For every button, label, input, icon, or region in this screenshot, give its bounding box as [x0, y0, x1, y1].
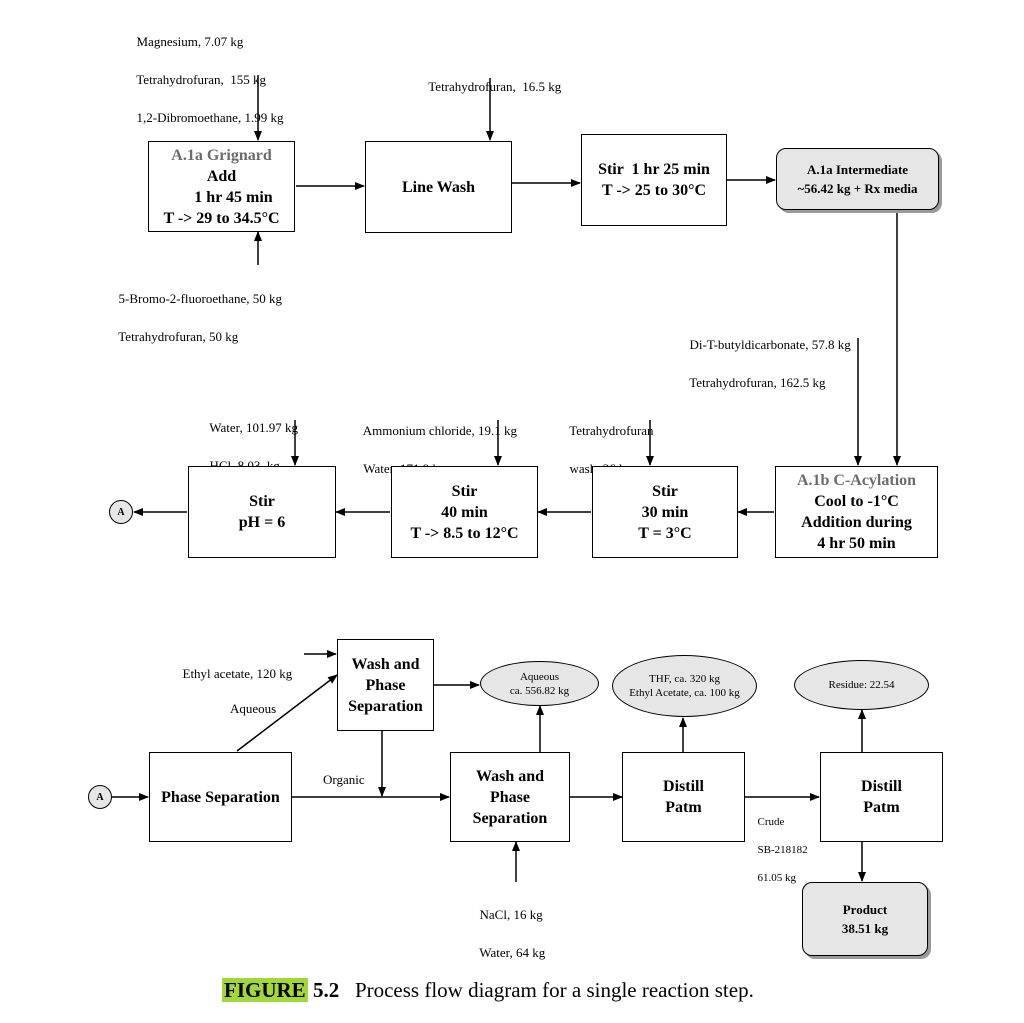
thf-oval-line-2: Ethyl Acetate, ca. 100 kg	[629, 687, 740, 699]
linewash-input: Tetrahydrofuran, 16.5 kg	[422, 58, 561, 96]
stir-30-box: Stir 30 min T = 3°C	[592, 466, 738, 558]
input-magnesium: Magnesium, 7.07 kg	[136, 34, 244, 49]
stir-ph-line-2: pH = 6	[238, 514, 286, 531]
crude-label-3: 61.05 kg	[757, 872, 797, 884]
wash2-line-3: Separation	[472, 809, 548, 827]
arrow-aqueous-to-wash1	[236, 674, 338, 752]
distill1-line-2: Patm	[665, 799, 702, 816]
input-thf-162-5: Tetrahydrofuran, 162.5 kg	[689, 375, 826, 390]
organic-stream-label: Organic	[323, 772, 365, 787]
grignard-inputs-top: Magnesium, 7.07 kg Tetrahydrofuran, 155 …	[130, 13, 283, 127]
distill2-line-2: Patm	[863, 799, 900, 816]
caption-number: 5.2	[312, 978, 340, 1002]
aqueous-oval-line-1: Aqueous	[519, 670, 560, 683]
aqueous-waste-oval: Aqueous ca. 556.82 kg	[480, 661, 599, 706]
input-water-64: Water, 64 kg	[479, 945, 546, 960]
stir-1h25-box: Stir 1 hr 25 min T -> 25 to 30°C	[581, 134, 727, 226]
product-line-1: Product	[842, 902, 888, 917]
input-bromo-fluoroethane: 5-Bromo-2-fluoroethane, 50 kg	[118, 291, 283, 306]
input-thf-16-5: Tetrahydrofuran, 16.5 kg	[428, 79, 562, 94]
distill2-line-1: Distill	[861, 778, 902, 795]
connector-a-in: A	[88, 785, 112, 809]
wash1-line-1: Wash and	[351, 655, 420, 673]
acylation-line-3: 4 hr 50 min	[817, 535, 896, 552]
aqueous-oval-line-2: ca. 556.82 kg	[509, 684, 570, 697]
grignard-inputs-bottom: 5-Bromo-2-fluoroethane, 50 kg Tetrahydro…	[112, 270, 282, 346]
input-water-101-97: Water, 101.97 kg	[209, 420, 298, 435]
wash1-line-2: Phase	[365, 676, 406, 694]
acylation-line-1: Cool to -1°C	[814, 493, 899, 510]
caption-text: Process flow diagram for a single reacti…	[354, 978, 754, 1002]
product-line-2: 38.51 kg	[841, 921, 889, 936]
wash-separation-1-box: Wash and Phase Separation	[337, 639, 434, 731]
wash-separation-2-box: Wash and Phase Separation	[450, 752, 570, 842]
connector-a-out: A	[109, 500, 133, 524]
stir-ph-box: Stir pH = 6	[188, 466, 336, 558]
residue-oval: Residue: 22.54	[794, 660, 929, 710]
caption-tag: FIGURE	[222, 978, 308, 1002]
product-box: Product 38.51 kg	[802, 882, 928, 956]
input-thf-155: Tetrahydrofuran, 155 kg	[136, 72, 267, 87]
input-dibromoethane: 1,2-Dibromoethane, 1.99 kg	[136, 110, 284, 125]
figure-caption: FIGURE 5.2 Process flow diagram for a si…	[222, 978, 754, 1003]
grignard-title: A.1a Grignard	[171, 146, 272, 164]
distill-2-box: Distill Patm	[820, 752, 943, 842]
phase-separation-box: Phase Separation	[149, 752, 292, 842]
stirph-inputs: Water, 101.97 kg HCl, 8.03 kg	[203, 399, 298, 475]
line-wash-label: Line Wash	[401, 178, 476, 196]
ethyl-acetate-input: Ethyl acetate, 120 kg	[176, 645, 293, 683]
line-wash-box: Line Wash	[365, 141, 512, 233]
crude-label-2: SB-218182	[757, 844, 808, 856]
phase-separation-label: Phase Separation	[161, 788, 280, 806]
residue-oval-label: Residue: 22.54	[828, 679, 895, 691]
stir-1h25-line-2: T -> 25 to 30°C	[601, 182, 707, 199]
input-nacl: NaCl, 16 kg	[479, 907, 543, 922]
acylation-line-2: Addition during	[801, 514, 912, 531]
intermediate-box: A.1a Intermediate ~56.42 kg + Rx media	[776, 148, 939, 210]
connector-a-out-label: A	[117, 506, 125, 518]
input-thf-wash-label: Tetrahydrofuran	[569, 423, 654, 438]
connector-a-in-label: A	[96, 791, 104, 803]
stir-40-box: Stir 40 min T -> 8.5 to 12°C	[391, 466, 538, 558]
stir-ph-line-1: Stir	[249, 493, 275, 510]
grignard-line-2: 1 hr 45 min	[170, 188, 273, 206]
aqueous-stream-label: Aqueous	[230, 701, 277, 716]
acylation-title: A.1b C-Acylation	[796, 472, 917, 489]
stir-30-line-2: 30 min	[641, 503, 689, 521]
thf-oval-line-1: THF, ca. 320 kg	[649, 673, 720, 685]
stir-40-line-1: Stir	[451, 482, 478, 500]
stir-40-line-3: T -> 8.5 to 12°C	[410, 524, 519, 542]
grignard-box: A.1a Grignard Add 1 hr 45 min T -> 29 to…	[148, 141, 295, 232]
stir-30-line-1: Stir	[652, 482, 678, 500]
input-ethyl-acetate: Ethyl acetate, 120 kg	[182, 666, 293, 681]
wash2-line-1: Wash and	[475, 767, 545, 785]
acylation-inputs: Di-T-butyldicarbonate, 57.8 kg Tetrahydr…	[683, 316, 851, 392]
intermediate-line-2: ~56.42 kg + Rx media	[797, 181, 918, 196]
input-thf-50: Tetrahydrofuran, 50 kg	[118, 329, 239, 344]
input-dibutyldicarbonate: Di-T-butyldicarbonate, 57.8 kg	[689, 337, 851, 352]
grignard-line-1: Add	[206, 167, 237, 185]
wash2-line-2: Phase	[490, 788, 530, 806]
distill-1-box: Distill Patm	[622, 752, 745, 842]
intermediate-line-1: A.1a Intermediate	[806, 162, 909, 177]
thf-ethyl-acetate-oval: THF, ca. 320 kg Ethyl Acetate, ca. 100 k…	[612, 655, 757, 717]
acylation-box: A.1b C-Acylation Cool to -1°C Addition d…	[775, 466, 938, 558]
grignard-line-3: T -> 29 to 34.5°C	[163, 209, 280, 227]
stir-30-line-3: T = 3°C	[638, 524, 692, 542]
wash2-inputs: NaCl, 16 kg Water, 64 kg	[473, 886, 545, 962]
wash1-line-3: Separation	[348, 697, 423, 715]
stir-40-line-2: 40 min	[441, 503, 488, 521]
input-ammonium-chloride: Ammonium chloride, 19.1 kg	[362, 423, 517, 438]
crude-label-1: Crude	[757, 816, 785, 828]
stir-1h25-line-1: Stir 1 hr 25 min	[598, 161, 710, 178]
crude-stream-label: Crude SB-218182 61.05 kg	[752, 801, 808, 885]
distill1-line-1: Distill	[663, 778, 704, 795]
